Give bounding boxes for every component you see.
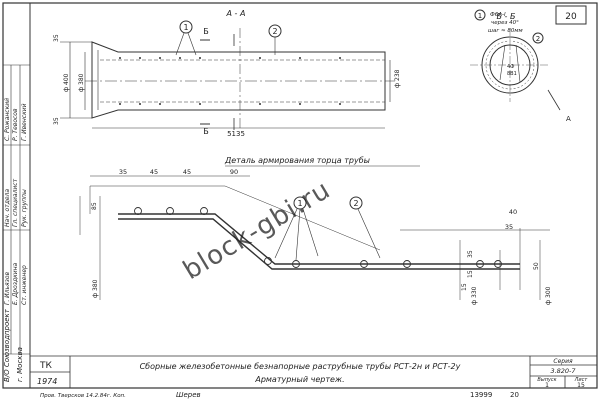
footer-check-text: Пров. Тверсков 14.2.84г. Коп. [40,393,126,399]
callout-1-leader [175,32,185,56]
detail-dim-d300: ф 300 [545,286,552,305]
detail-title: Деталь армирования торца трубы [224,156,370,165]
side-name-1: С. Рожанский [4,98,11,141]
detail-dim-45b: 45 [183,168,191,176]
detail-outline [79,175,550,300]
inner-label-2: 8В1 [507,71,517,77]
section-b-mark-top: Б [203,27,209,36]
footer-signature: Шерев [176,391,201,399]
detail-rebar [118,213,520,270]
sheet-value: 15 [577,382,585,389]
detail-callout-2: 2 [353,199,358,208]
side-name-2: Р. Тевосов [12,108,19,141]
org-name: В/О Союзводпроект [3,308,11,382]
detail-callout-1: 1 [297,199,302,208]
side-role-1: Нач. отдела [4,189,11,227]
tk-label: ТК [39,361,52,371]
pipe-longitudinal-view [85,28,395,130]
detail-callout-2-circle [349,196,363,210]
sheet-label: Лист [574,377,589,383]
dim-d238: ф 238 [394,69,401,88]
detail-callout-1-leaders [274,208,319,261]
pipe-rebar-dots [119,57,341,105]
series-value: 3.820-7 [550,367,576,375]
section-a-mark: А [566,115,571,123]
detail-dim-50: 50 [533,262,540,270]
side-name-3: Г. Ивенский [21,103,28,141]
side-role-2: Гл. специалист [12,178,19,227]
series-label: Серия [553,358,573,365]
detail-dim-40: 40 [509,208,517,216]
title-line-2: Арматурный чертеж. [254,375,344,384]
section-aa-title: А - А [226,9,246,18]
callout-2-bb-circle [532,32,544,44]
title-block-frame [30,355,597,388]
side-role-4: Ст. инженер [21,265,28,305]
ring-spec-2: через 40° [491,20,519,26]
inner-label-1: 4Ф [507,64,515,70]
pipe-dimension-lines [60,41,391,129]
section-b-mark-bottom: Б [203,127,209,136]
pipe-cross-section [470,28,561,111]
sheet-number: 20 [565,12,577,22]
year: 1974 [37,377,57,386]
callout-1-leader [187,32,197,56]
ring-spec-3: шаг ≈ 80мм [488,28,523,34]
detail-dim-d380: ф 380 [92,279,99,298]
sheet-frame [2,2,598,389]
callout-1-bb: 1 [478,12,482,20]
footer-page: 20 [510,391,519,399]
detail-dim-35: 35 [119,168,127,176]
org-city: г. Москва [16,347,24,382]
dim-d400: ф 400 [63,73,70,92]
detail-dim-85: 85 [91,202,98,210]
issue-label: Выпуск [537,377,556,383]
dim-length-5135: 5135 [227,130,245,138]
detail-bar-circles [134,207,502,268]
detail-dim-35c: 35 [467,250,474,258]
sheet-number-box [555,5,587,25]
ring-spec-1: Ф6А-I [490,12,506,18]
callout-2: 2 [272,27,277,36]
side-name-5: Е. Дроздкина [12,262,19,305]
dim-d380: ф 380 [78,73,85,92]
section-b-arrows [200,39,210,125]
detail-dim-15: 15 [467,270,474,278]
callout-1: 1 [183,23,188,32]
callout-1-circle [179,20,193,34]
footer-code: 13999 [470,391,492,399]
detail-dim-35b: 35 [505,223,513,231]
detail-callout-2-leader [357,208,381,259]
dim-35-top: 35 [53,34,60,42]
detail-dim-d330: ф 330 [471,286,478,305]
section-bb-title: Б - Б [497,12,516,21]
title-line-1: Сборные железобетонные безнапорные растр… [140,362,461,371]
detail-dim-90: 90 [230,168,238,176]
callout-2-bb: 2 [536,35,540,43]
dim-35-bottom: 35 [53,117,60,125]
side-name-4: Г. Ильязов [4,272,11,305]
detail-dim-45a: 45 [150,168,158,176]
callout-1-bb-circle [474,9,486,21]
side-role-3: Рук. группы [21,189,28,227]
detail-dim-15b: 15 [461,283,468,291]
issue-value: 1 [545,382,549,389]
side-stamp [3,64,30,355]
